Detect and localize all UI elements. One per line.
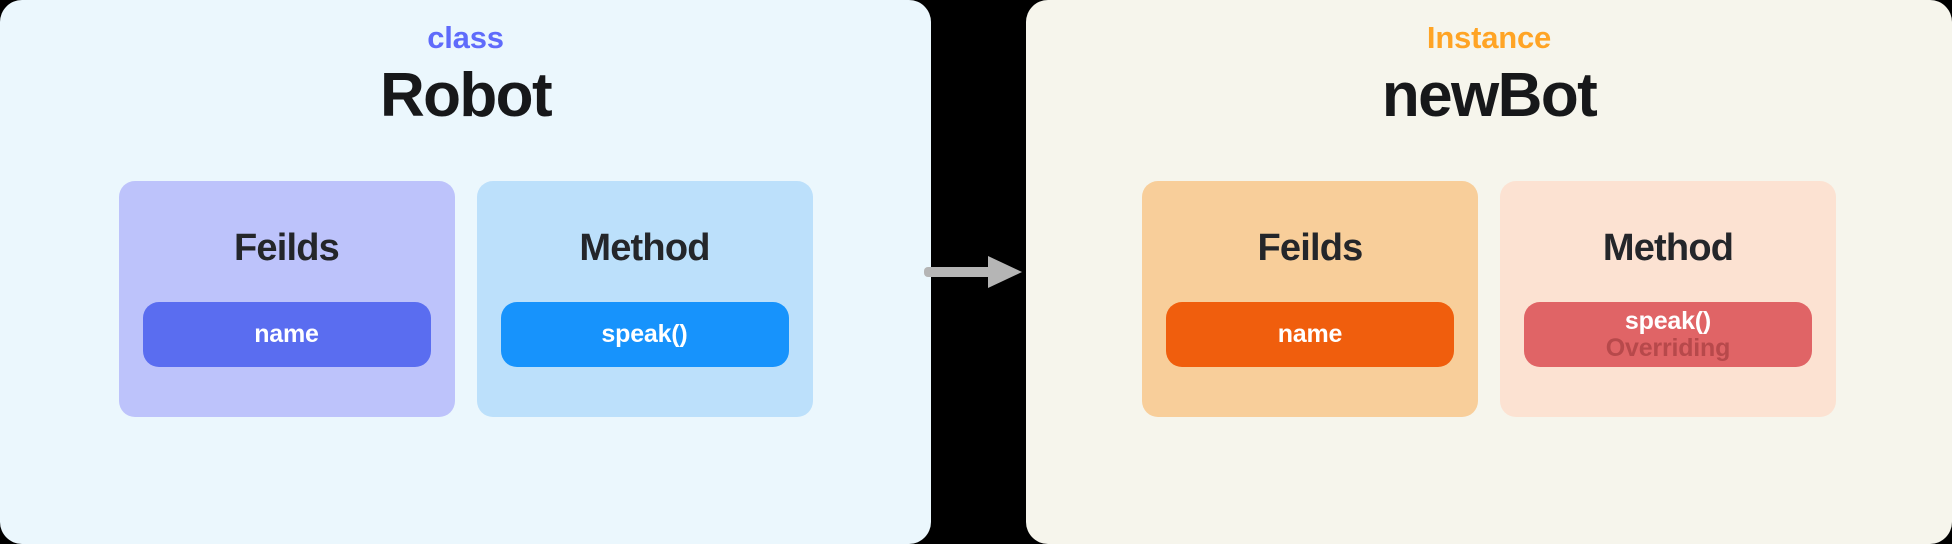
instance-method-speak-pill[interactable]: speak() Overriding [1524, 302, 1812, 367]
instance-field-name-pill[interactable]: name [1166, 302, 1454, 367]
class-fields-box[interactable]: Feilds name [118, 181, 455, 417]
class-method-speak-pill[interactable]: speak() [500, 302, 789, 367]
arrow-right-icon [924, 252, 1029, 292]
class-title: Robot [379, 61, 553, 130]
class-fields-title: Feilds [233, 227, 340, 269]
class-method-speak-label: speak() [601, 320, 688, 348]
class-method-title: Method [579, 227, 710, 269]
instance-fields-title: Feilds [1257, 227, 1363, 269]
instance-kicker-label: Instance [1426, 20, 1552, 55]
class-kicker-label: class [427, 20, 504, 55]
class-method-box[interactable]: Method speak() [476, 181, 813, 417]
class-panel-header: class Robot [0, 22, 931, 128]
class-members-row: Feilds name Method speak() [0, 181, 931, 417]
class-field-name-pill[interactable]: name [142, 302, 431, 367]
instance-members-row: Feilds name Method speak() Overriding [1026, 181, 1952, 417]
instance-panel: Instance newBot Feilds name Method speak… [1026, 0, 1952, 544]
instance-method-speak-label: speak() [1624, 306, 1712, 335]
class-panel: class Robot Feilds name Method speak() [0, 0, 931, 544]
instance-title: newBot [1381, 61, 1598, 130]
instance-panel-header: Instance newBot [1026, 22, 1952, 128]
instance-field-name-label: name [1277, 320, 1343, 348]
instance-method-title: Method [1602, 227, 1734, 269]
class-field-name-label: name [254, 320, 319, 348]
instance-method-box[interactable]: Method speak() Overriding [1500, 181, 1836, 417]
instance-fields-box[interactable]: Feilds name [1142, 181, 1478, 417]
overriding-note: Overriding [1605, 333, 1731, 362]
instance-method-speak-stack: speak() Overriding [1605, 306, 1731, 362]
